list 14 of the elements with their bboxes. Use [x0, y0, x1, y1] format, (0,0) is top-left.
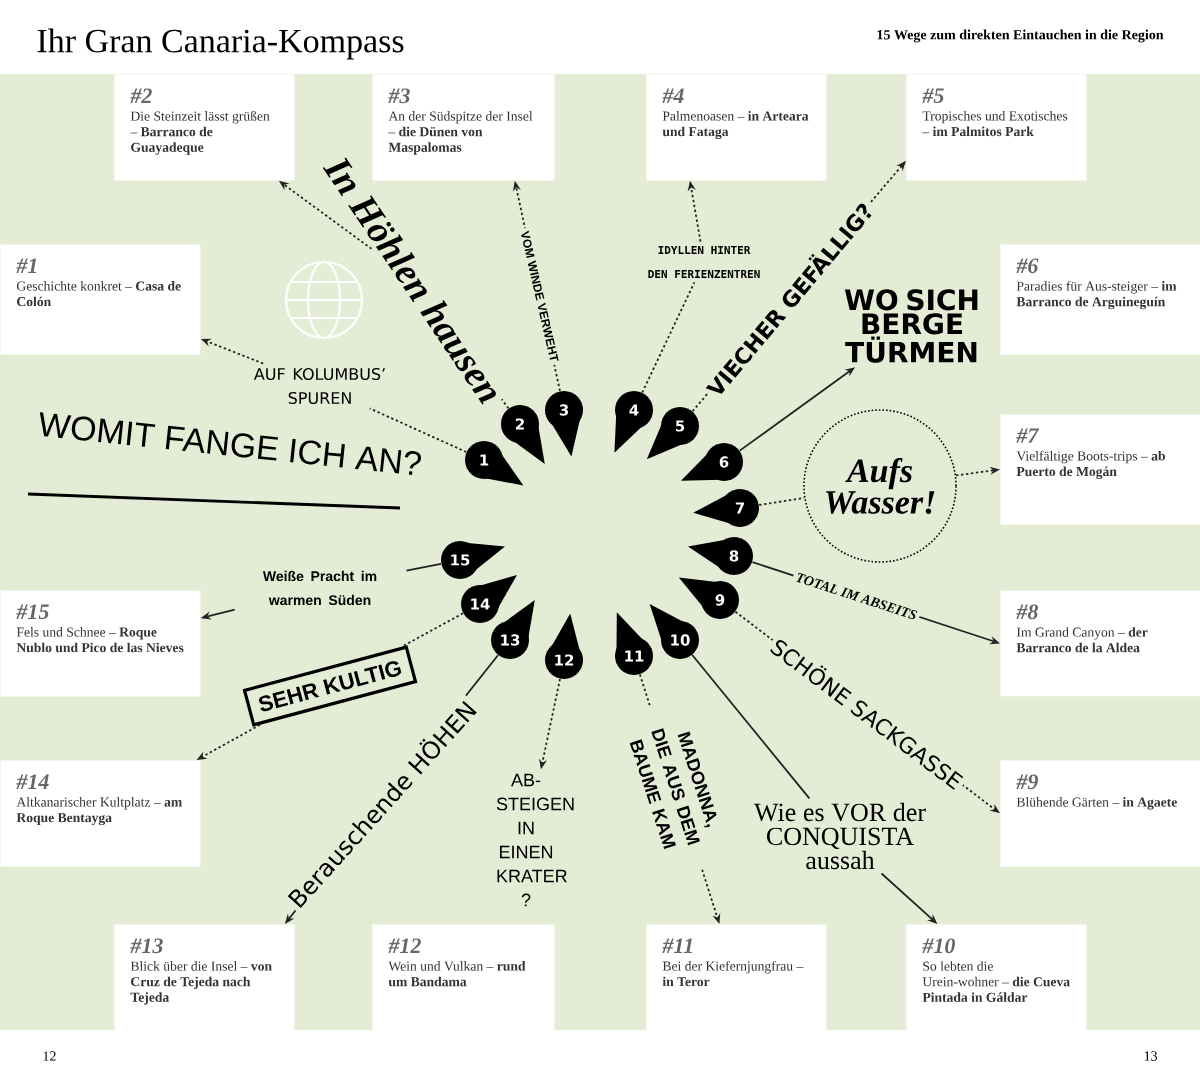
node-label: #12: [388, 938, 421, 953]
node-label: #4: [662, 88, 684, 103]
node-label: #3: [388, 88, 410, 104]
stamp-box: SEHR KULTIG: [242, 645, 418, 727]
node-label: #13: [130, 938, 163, 954]
title: Ihr Gran Canaria-Kompass: [37, 28, 404, 60]
node-label: #5: [922, 88, 944, 104]
node-label: #2: [130, 88, 152, 103]
headline-text: WOMIT FANGE ICH AN?: [27, 412, 421, 510]
node-label: #11: [662, 938, 692, 953]
node-label: #10: [922, 938, 955, 954]
phrase-text: AUF KOLUMBUS’ SPUREN: [254, 367, 385, 405]
phrase-text: AB-STEIGEN IN EINEN KRATER ?: [496, 773, 574, 907]
headline-text: Wie es VOR der CONQUISTA aussah: [754, 802, 926, 870]
